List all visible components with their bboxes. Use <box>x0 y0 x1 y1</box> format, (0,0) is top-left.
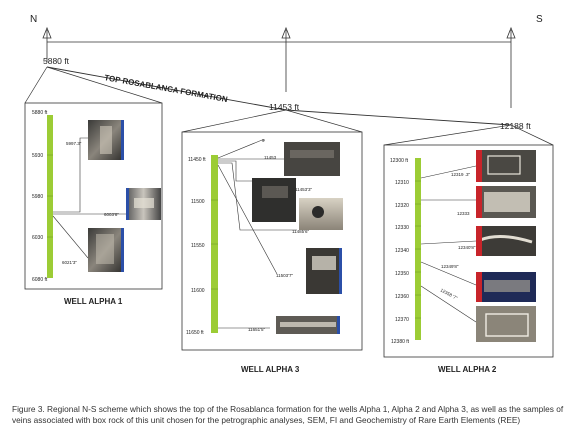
north-label: N <box>30 14 37 25</box>
sample-label: 11453'3" <box>295 187 313 192</box>
sample-label: 5997.3" <box>66 141 82 146</box>
section-line <box>42 26 516 108</box>
well-alpha-3-panel: 11450 ft 11500 11550 11600 11650 ft 9 11… <box>181 131 363 351</box>
depth-tick: 12310 <box>395 180 409 186</box>
sample-photo <box>306 248 342 294</box>
depth-tick: 11550 <box>191 243 205 249</box>
depth-tick: 11600 <box>191 288 205 294</box>
sample-label: 11503'7" <box>276 273 294 278</box>
well-alpha-1-panel: 5880 ft 5930 5980 6030 6080 ft 5997.3" 6… <box>24 102 163 290</box>
top-mark: 9 <box>262 138 265 143</box>
depth-tick: 5930 <box>32 153 43 159</box>
well-marker-icon <box>42 26 52 39</box>
depth-left: 5880 ft <box>43 56 70 66</box>
regional-scheme-diagram: N S 5880 ft 11453 ft 12188 ft TOP ROSABL… <box>24 14 554 374</box>
depth-tick: 11500 <box>191 199 205 205</box>
figure-caption: Figure 3. Regional N-S scheme which show… <box>12 404 564 425</box>
depth-tick: 12340 <box>395 248 409 254</box>
depth-tick: 5980 <box>32 194 43 200</box>
depth-tick: 12350 <box>395 271 409 277</box>
depth-right: 12188 ft <box>500 121 531 131</box>
well-column <box>47 115 53 278</box>
well-title: WELL ALPHA 3 <box>241 365 300 374</box>
well-marker-icon <box>281 26 291 39</box>
sample-label: 12340'8" <box>458 245 476 250</box>
well-title: WELL ALPHA 1 <box>64 297 123 306</box>
sample-label: 6003'8" <box>104 212 119 217</box>
depth-tick: 12360 <box>395 294 409 300</box>
depth-tick: 12320 <box>395 203 409 209</box>
depth-bottom-label: 11650 ft <box>186 330 204 336</box>
depth-tick: 6030 <box>32 235 43 241</box>
depth-top-label: 5880 ft <box>32 110 48 116</box>
depth-tick: 12330 <box>395 225 409 231</box>
sample-photo <box>252 178 296 222</box>
sample-label: 12319 .3" <box>451 172 471 177</box>
sample-label: 11651'5" <box>248 327 266 332</box>
depth-top-label: 11450 ft <box>188 157 206 163</box>
sample-label: 12333 <box>457 211 470 216</box>
well-alpha-2-panel: 12300 ft 12310 12320 12330 12340 12350 1… <box>383 144 554 358</box>
sample-label: 12349'8" <box>441 264 459 269</box>
south-label: S <box>536 14 543 25</box>
sample-photo <box>284 142 340 176</box>
depth-tick: 12370 <box>395 317 409 323</box>
fan-lines <box>24 66 554 146</box>
depth-top-label: 12300 ft <box>390 158 409 164</box>
depth-bottom-label: 12380 ft <box>391 339 410 345</box>
formation-label: TOP ROSABLANCA FORMATION <box>104 73 229 104</box>
sample-label: 11453 <box>264 155 277 160</box>
well-title: WELL ALPHA 2 <box>438 365 497 374</box>
sample-photo <box>476 150 536 182</box>
sample-label: 6021'3" <box>62 260 77 265</box>
depth-mid: 11453 ft <box>269 102 300 112</box>
sample-label: 11485'6" <box>292 229 310 234</box>
depth-bottom-label: 6080 ft <box>32 277 48 283</box>
well-marker-icon <box>506 26 516 39</box>
